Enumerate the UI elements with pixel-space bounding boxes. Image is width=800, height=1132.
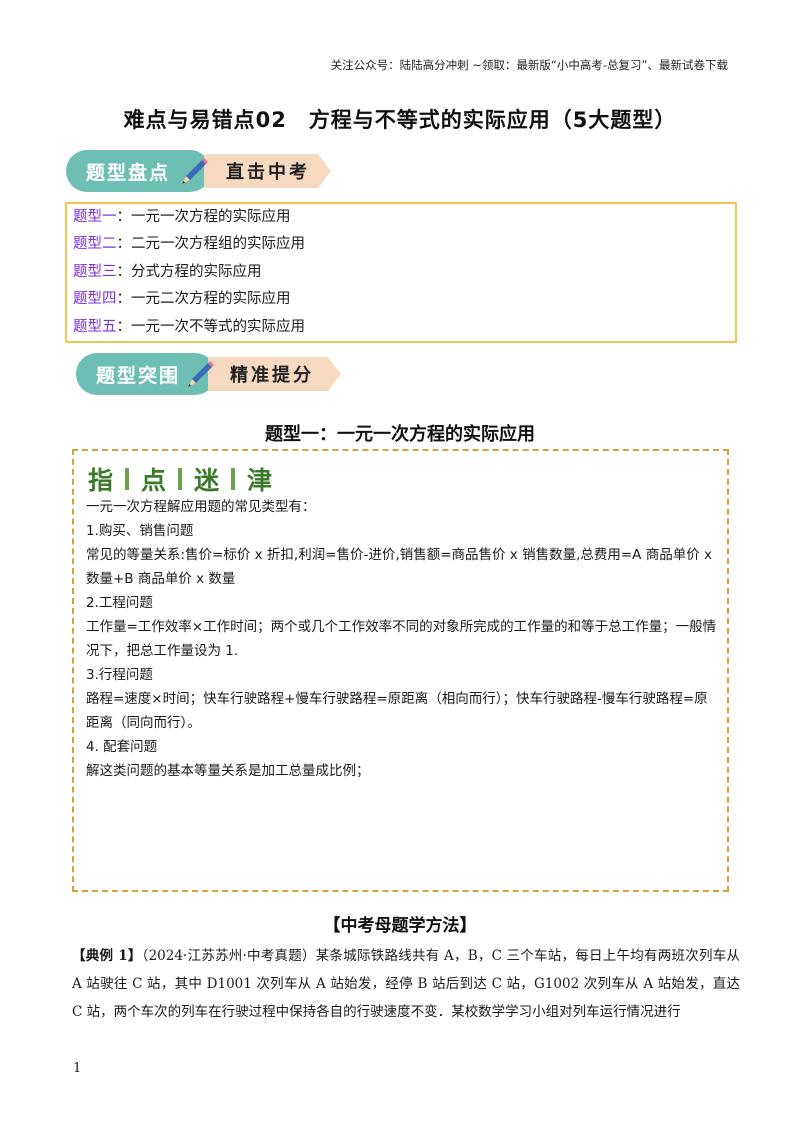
type-colon: ： — [116, 236, 132, 253]
tip-line: 1.购买、销售问题 — [86, 523, 194, 539]
page-number: 1 — [73, 1061, 82, 1076]
banner-right-label: 精准提分 — [208, 357, 341, 391]
banner-left-label: 题型盘点 — [66, 150, 211, 192]
example-paragraph: 【典例 1】（2024·江苏苏州·中考真题）某条城际铁路线共有 A，B，C 三个… — [72, 942, 740, 1026]
tip-line: 常见的等量关系:售价=标价 x 折扣,利润=售价-进价,销售额=商品售价 x 销… — [86, 547, 712, 587]
tips-content: 一元一次方程解应用题的常见类型有： 1.购买、销售问题 常见的等量关系:售价=标… — [86, 495, 718, 783]
tips-heading-char: 迷 — [194, 466, 220, 495]
list-item: 题型三：分式方程的实际应用 — [73, 259, 729, 286]
list-item: 题型四：一元二次方程的实际应用 — [73, 286, 729, 313]
type-text: 一元二次方程的实际应用 — [131, 291, 291, 308]
tip-line: 3.行程问题 — [86, 667, 153, 683]
list-item: 题型一：一元一次方程的实际应用 — [73, 204, 729, 231]
banner-question-types: 题型盘点 直击中考 — [66, 150, 331, 192]
type-tag: 题型二 — [73, 236, 117, 253]
pencil-icon — [188, 361, 214, 387]
tips-box: 指 点 迷 津 一元一次方程解应用题的常见类型有： 1.购买、销售问题 常见的等… — [72, 449, 729, 892]
type-tag: 题型一 — [73, 209, 117, 225]
tips-heading-char: 点 — [141, 466, 167, 495]
type-text: 二元一次方程组的实际应用 — [131, 236, 305, 253]
list-item: 题型二：二元一次方程组的实际应用 — [73, 231, 729, 258]
divider — [178, 468, 183, 490]
tips-heading-char: 津 — [247, 466, 273, 495]
example-label: 【典例 1】 — [72, 948, 142, 964]
type-colon: ： — [116, 263, 132, 280]
banner-left-label: 题型突围 — [76, 353, 216, 395]
list-item: 题型五：一元一次不等式的实际应用 — [73, 314, 729, 341]
type-colon: ： — [116, 318, 132, 335]
tip-line: 路程=速度×时间；快车行驶路程+慢车行驶路程=原距离（相向而行）；快车行驶路程-… — [86, 691, 708, 731]
divider — [231, 468, 236, 490]
pencil-icon — [182, 158, 208, 184]
banner-breakthrough: 题型突围 精准提分 — [76, 353, 341, 395]
tip-line: 解这类问题的基本等量关系是加工总量成比例； — [86, 763, 370, 779]
header-note: 关注公众号：陆陆高分冲刺 ~领取：最新版“小中高考-总复习”、最新试卷下载 — [330, 58, 728, 72]
example-text: （2024·江苏苏州·中考真题）某条城际铁路线共有 A，B，C 三个车站，每日上… — [72, 948, 740, 1020]
type-tag: 题型五 — [73, 318, 117, 335]
type-text: 分式方程的实际应用 — [131, 263, 262, 280]
type-colon: ： — [116, 291, 132, 308]
tips-heading-char: 指 — [88, 466, 114, 495]
section-title: 题型一：一元一次方程的实际应用 — [265, 424, 535, 445]
tip-line: 一元一次方程解应用题的常见类型有： — [86, 499, 316, 515]
type-tag: 题型三 — [73, 263, 117, 280]
type-tag: 题型四 — [73, 291, 117, 308]
type-text: 一元一次方程的实际应用 — [131, 209, 291, 225]
type-text: 一元一次不等式的实际应用 — [131, 318, 305, 335]
tip-line: 4. 配套问题 — [86, 739, 158, 755]
banner-right-label: 直击中考 — [204, 154, 331, 188]
tip-line: 2.工程问题 — [86, 595, 153, 611]
tip-line: 工作量=工作效率×工作时间；两个或几个工作效率不同的对象所完成的工作量的和等于总… — [86, 619, 717, 659]
page-title: 难点与易错点02 方程与不等式的实际应用（5大题型） — [123, 108, 677, 132]
method-title: 【中考母题学方法】 — [323, 916, 477, 936]
divider — [125, 468, 130, 490]
question-type-list: 题型一：一元一次方程的实际应用 题型二：二元一次方程组的实际应用 题型三：分式方… — [65, 202, 737, 343]
tips-heading: 指 点 迷 津 — [88, 461, 272, 497]
type-colon: ： — [116, 209, 132, 225]
